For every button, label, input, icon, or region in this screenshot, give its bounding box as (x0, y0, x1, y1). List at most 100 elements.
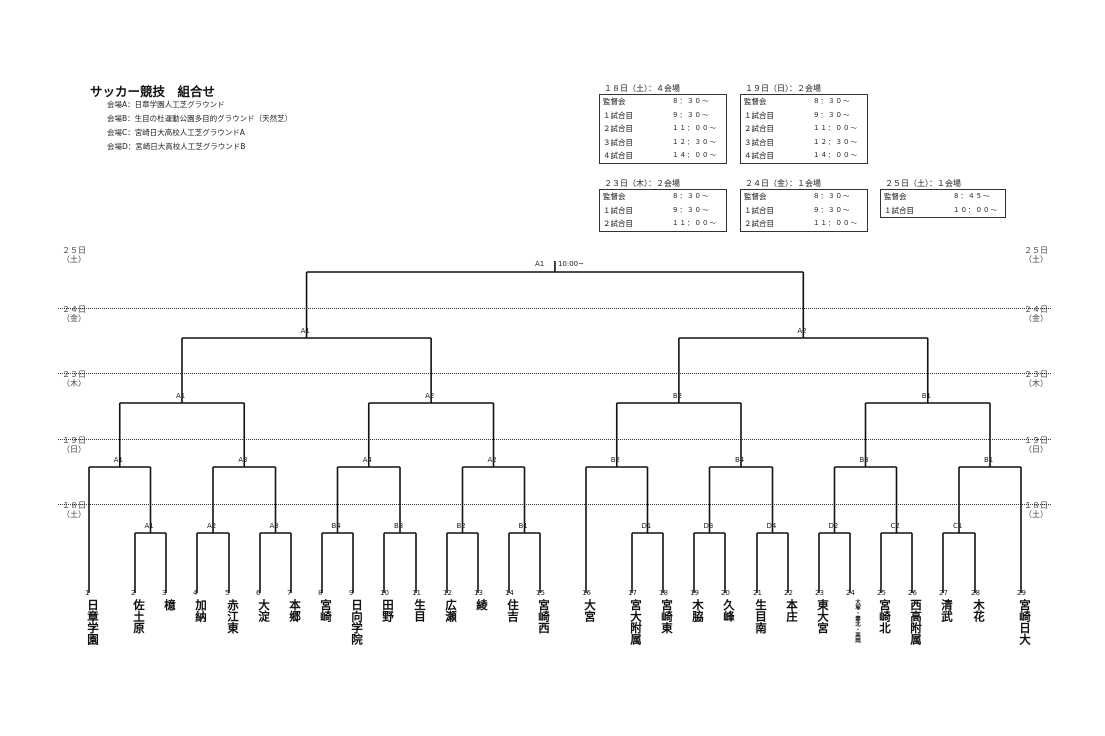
team-name: 宮崎東 (660, 599, 674, 634)
match-label: A4 (362, 456, 372, 464)
schedule-time: １２：３０～ (813, 137, 858, 146)
match-label: B1 (984, 456, 994, 464)
schedule-time: ９：３０～ (672, 110, 710, 119)
match-label: A1 (144, 522, 154, 530)
seed-number: 17 (628, 589, 637, 597)
match-label: B2 (456, 522, 466, 530)
seed-number: 20 (721, 589, 730, 597)
day-date: ２４日 (62, 305, 86, 314)
team-name: 宮大附属 (629, 599, 643, 645)
day-label: ２３日（木） (1024, 370, 1048, 388)
team-name: 赤江東 (226, 599, 240, 634)
day-date: ２４日 (1024, 305, 1048, 314)
seed-number: 19 (690, 589, 699, 597)
seed-number: 14 (505, 589, 514, 597)
team-name: 住吉 (506, 599, 520, 622)
seed-number: 18 (659, 589, 668, 597)
schedule-slot: ４試合目 (603, 151, 633, 160)
team-name: 木花 (972, 599, 986, 622)
seed-number: 24 (846, 589, 855, 597)
schedule-time: ８：３０～ (672, 97, 710, 105)
day-weekday: （土） (1024, 510, 1048, 519)
seed-number: 6 (256, 589, 261, 597)
venue-b: 会場B：生目の杜運動公園多目的グラウンド（天然芝） (107, 114, 293, 123)
match-label: A1 (113, 456, 123, 464)
match-label: B2 (610, 456, 621, 464)
seed-number: 28 (971, 589, 980, 597)
day-label: ２５日（土） (62, 246, 86, 264)
team-name: 宮崎 (319, 599, 333, 622)
schedule-time: ８：４５～ (953, 192, 991, 200)
schedule-time: ８：３０～ (672, 192, 710, 200)
day-label: ２３日（木） (62, 370, 86, 388)
schedule-slot: ２試合目 (603, 219, 633, 228)
team-name: 清武 (940, 599, 954, 622)
day-label: １９日（日） (62, 436, 86, 454)
seed-number: 3 (162, 589, 167, 597)
schedule-row: ３試合目 １２：３０～ (600, 136, 726, 150)
day-separator (58, 308, 1051, 309)
venue-a: 会場A：日章学園人工芝グラウンド (107, 100, 225, 109)
team-name: 日章学園 (86, 599, 100, 645)
schedule-time: １４：００～ (672, 151, 717, 159)
match-label: C1 (953, 522, 963, 530)
schedule-slot: 監督会 (603, 97, 626, 106)
day-date: １９日 (1024, 436, 1048, 445)
team-name: 広瀬 (444, 599, 458, 622)
seed-number: 26 (908, 589, 917, 597)
final-time: 10:00~ (557, 260, 584, 268)
team-name: 綾 (475, 599, 489, 611)
schedule-slot: ２試合目 (744, 219, 774, 228)
match-label: A2 (487, 456, 497, 464)
schedule-title: ２５日（土）：１会場 (885, 179, 961, 188)
team-name: 大塚・妻北・高岡 (854, 599, 860, 643)
schedule-time: １１：００～ (813, 124, 858, 132)
match-label: D2 (828, 522, 839, 530)
schedule-title: １８日（土）：４会場 (604, 84, 680, 93)
team-name: 久峰 (722, 599, 736, 622)
day-date: ２５日 (1024, 246, 1048, 255)
team-name: 生目 (413, 599, 427, 622)
team-name: 檍 (163, 599, 177, 611)
schedule-slot: ３試合目 (603, 137, 633, 147)
seed-number: 13 (474, 589, 483, 597)
schedule-title: ２４日（金）：１会場 (745, 179, 821, 188)
schedule-time: １２：３０～ (672, 137, 717, 146)
schedule-slot: ３試合目 (744, 137, 774, 147)
page-title: サッカー競技 組合せ (90, 84, 216, 99)
seed-number: 11 (412, 589, 421, 597)
seed-number: 22 (784, 589, 793, 597)
schedule-slot: １試合目 (744, 205, 774, 215)
day-weekday: （木） (62, 379, 86, 388)
seed-number: 2 (131, 589, 136, 597)
seed-number: 12 (443, 589, 452, 597)
schedule-time: １１：００～ (672, 219, 717, 227)
day-weekday: （金） (1024, 314, 1048, 323)
match-label: B3 (859, 456, 869, 464)
schedule-slot: ４試合目 (744, 151, 774, 160)
match-label: B1 (518, 522, 528, 530)
match-label: A2 (797, 327, 807, 335)
schedule-slot: １試合目 (603, 205, 633, 215)
schedule-slot: １試合目 (884, 205, 914, 215)
day-date: ２３日 (62, 370, 86, 379)
schedule-slot: ２試合目 (603, 124, 633, 133)
day-date: １９日 (62, 436, 86, 445)
match-label: D3 (703, 522, 714, 530)
day-date: １８日 (62, 501, 86, 510)
schedule-row: ２試合目 １１：００～ (600, 217, 726, 231)
day-weekday: （土） (62, 510, 86, 519)
schedule-time: １０：００～ (953, 205, 998, 214)
schedule-time: ９：３０～ (813, 110, 851, 119)
team-name: 佐土原 (132, 599, 146, 634)
day-label: ２５日（土） (1024, 246, 1048, 264)
